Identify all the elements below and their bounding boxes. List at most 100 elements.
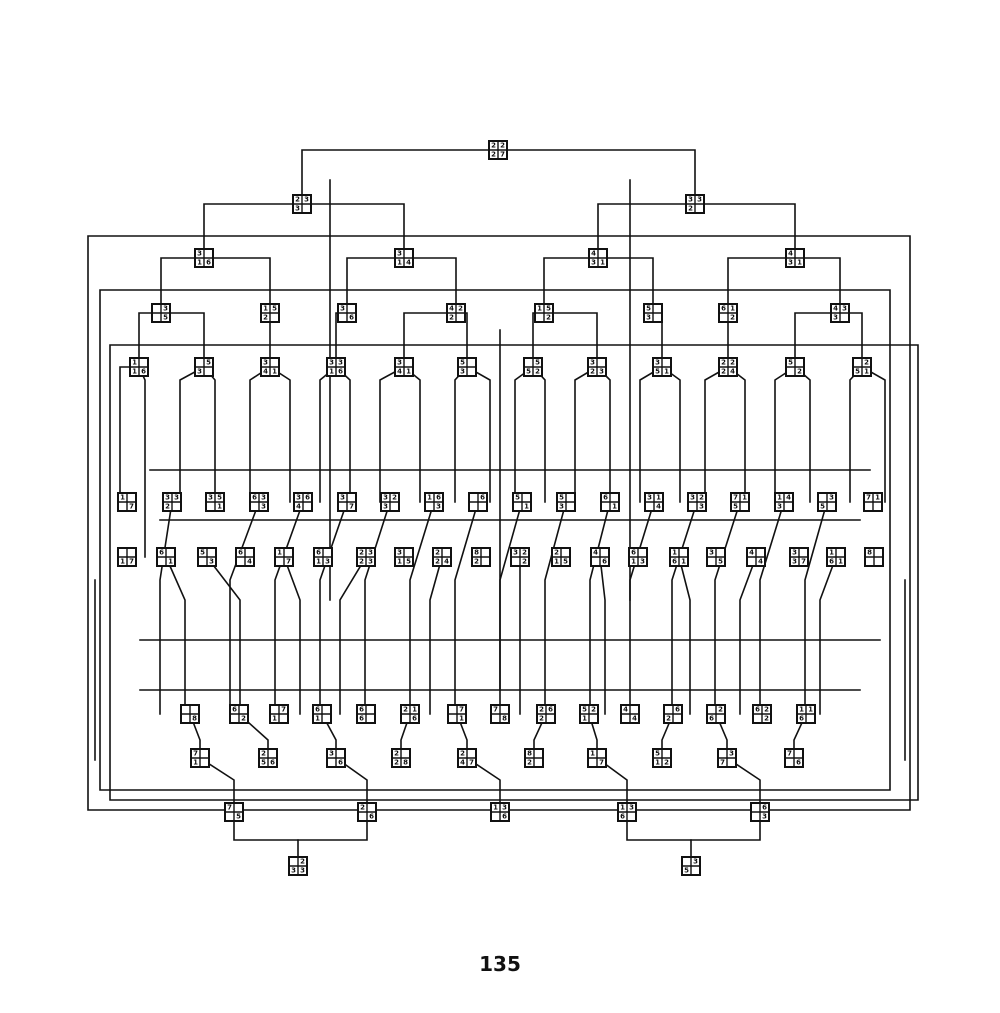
logic-node: 82 xyxy=(524,748,544,768)
node-digit: 2 xyxy=(392,494,397,502)
node-digit: 3 xyxy=(690,494,695,502)
node-digit: 1 xyxy=(829,549,834,557)
connection-line xyxy=(626,811,692,867)
node-digit: 2 xyxy=(359,558,364,566)
logic-node: 62 xyxy=(663,704,683,724)
node-digit: 2 xyxy=(474,558,479,566)
node-digit: 3 xyxy=(709,549,714,557)
node-digit: 3 xyxy=(647,494,652,502)
node-digit: 2 xyxy=(295,196,300,204)
connection-line xyxy=(793,365,811,503)
node-digit: 8 xyxy=(192,715,197,723)
connection-line xyxy=(819,555,838,715)
node-digit: 2 xyxy=(688,205,693,213)
node-digit: 4 xyxy=(833,305,838,313)
connection-line xyxy=(334,365,351,503)
logic-node: 17 xyxy=(117,492,137,512)
node-digit: 4 xyxy=(758,558,763,566)
node-digit: 4 xyxy=(786,494,791,502)
connection-line xyxy=(137,365,146,558)
node-digit: 3 xyxy=(762,813,767,821)
node-digit: 6 xyxy=(796,759,801,767)
connection-line xyxy=(179,365,206,503)
node-digit: 1 xyxy=(797,259,802,267)
connection-line xyxy=(164,555,186,715)
node-digit: 2 xyxy=(522,549,527,557)
node-digit: 6 xyxy=(338,368,343,376)
node-digit: 5 xyxy=(788,359,793,367)
node-digit: 7 xyxy=(599,759,604,767)
node-digit: 1 xyxy=(672,549,677,557)
node-digit: 1 xyxy=(631,558,636,566)
node-digit: 3 xyxy=(340,494,345,502)
node-digit: 3 xyxy=(263,359,268,367)
connection-line xyxy=(694,203,796,259)
node-digit: 1 xyxy=(120,558,125,566)
logic-node: 61 xyxy=(156,547,176,567)
logic-node: 71 xyxy=(447,704,467,724)
node-digit: 6 xyxy=(369,813,374,821)
node-digit: 3 xyxy=(165,494,170,502)
connection-line xyxy=(454,501,479,715)
node-digit: 3 xyxy=(291,867,296,875)
node-digit: 5 xyxy=(526,368,531,376)
node-digit: 2 xyxy=(764,715,769,723)
node-digit: 3 xyxy=(197,250,202,258)
logic-node: 61 xyxy=(312,704,332,724)
connection-line xyxy=(726,365,746,503)
connection-line xyxy=(543,257,599,314)
node-digit: 1 xyxy=(397,558,402,566)
connection-line xyxy=(282,555,301,715)
node-digit: 7 xyxy=(227,804,232,812)
connection-line xyxy=(319,500,349,715)
connection-line xyxy=(87,235,911,811)
node-digit: 4 xyxy=(460,759,465,767)
node-digit: 6 xyxy=(631,549,636,557)
node-digit: 6 xyxy=(799,715,804,723)
logic-node: 6 xyxy=(468,492,488,512)
logic-node: 8 xyxy=(864,547,884,567)
node-digit: 5 xyxy=(272,305,277,313)
node-digit: 5 xyxy=(546,305,551,313)
node-digit: 1 xyxy=(681,558,686,566)
node-digit: 7 xyxy=(787,750,792,758)
node-digit: 1 xyxy=(120,494,125,502)
logic-node: 51 xyxy=(512,492,532,512)
node-digit: 3 xyxy=(833,314,838,322)
logic-node: 36 xyxy=(326,748,346,768)
node-digit: 3 xyxy=(693,858,698,866)
node-digit: 2 xyxy=(718,706,723,714)
node-digit: 1 xyxy=(524,503,529,511)
logic-node: 17 xyxy=(587,748,607,768)
node-digit: 1 xyxy=(664,368,669,376)
node-digit: 3 xyxy=(296,494,301,502)
node-digit: 5 xyxy=(200,549,205,557)
node-digit: 2 xyxy=(300,858,305,866)
node-digit: 1 xyxy=(459,715,464,723)
connection-line xyxy=(629,501,655,715)
connection-line xyxy=(860,365,886,503)
wire-layer xyxy=(87,149,919,867)
node-digit: 3 xyxy=(646,314,651,322)
node-digit: 1 xyxy=(799,706,804,714)
node-digit: 4 xyxy=(788,250,793,258)
